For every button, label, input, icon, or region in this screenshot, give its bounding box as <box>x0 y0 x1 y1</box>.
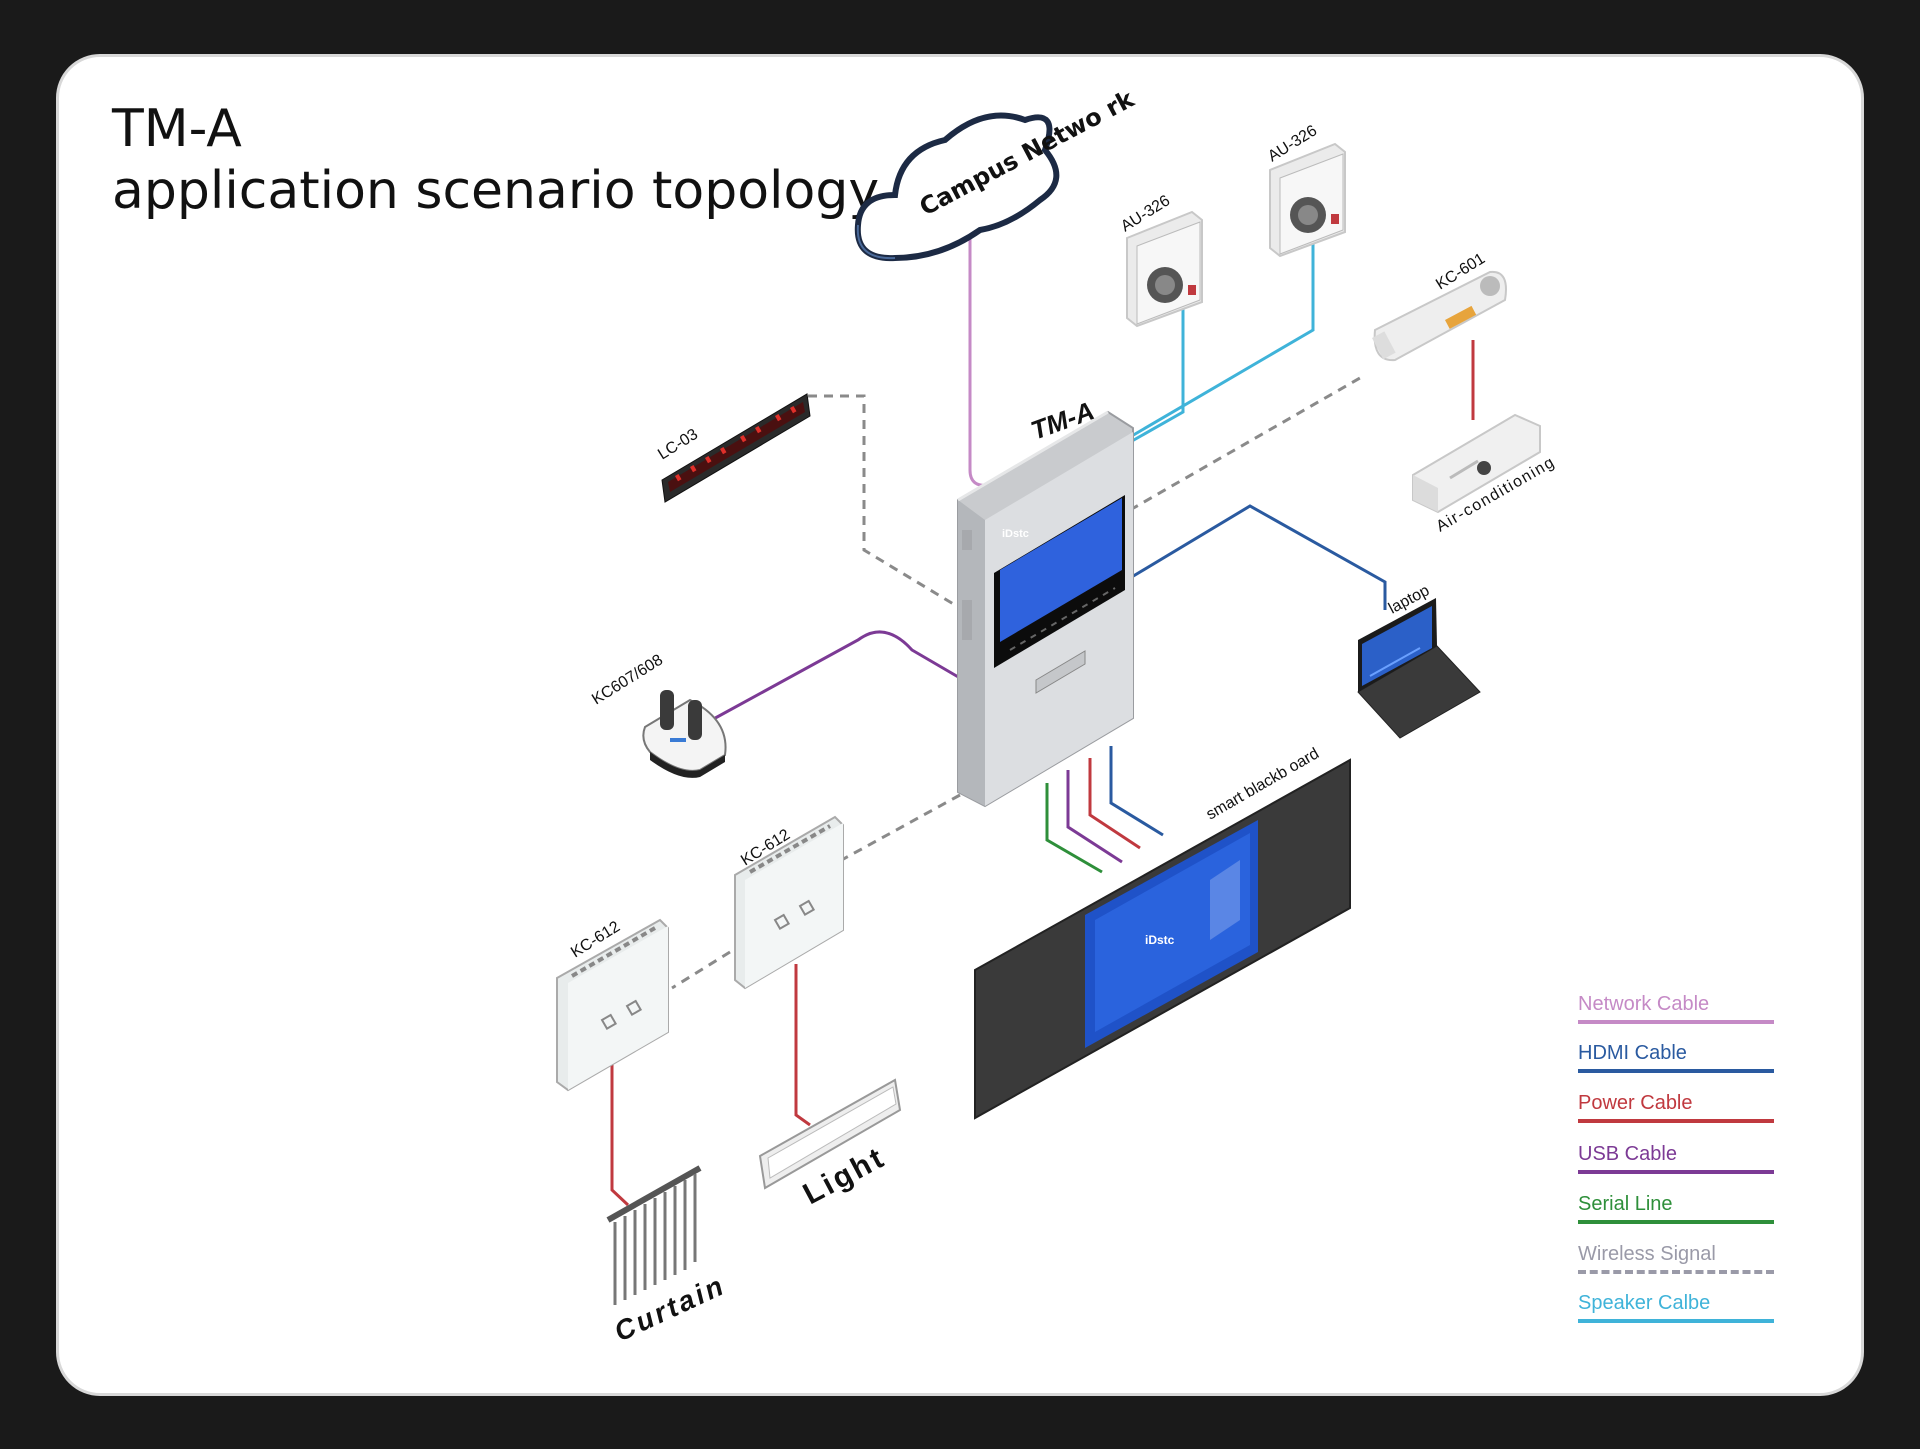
legend-item: Network Cable <box>1578 993 1774 1024</box>
legend-item: Wireless Signal <box>1578 1243 1774 1274</box>
wireless-lc03 <box>808 394 961 610</box>
legend-label: Network Cable <box>1578 993 1710 1015</box>
legend-item: HDMI Cable <box>1578 1042 1774 1073</box>
curtain-icon <box>606 1165 702 1305</box>
legend-item: USB Cable <box>1578 1143 1774 1174</box>
legend-label: Power Cable <box>1578 1092 1693 1114</box>
page-title: TM-A application scenario topology <box>112 98 879 222</box>
legend-swatch <box>1578 1119 1774 1123</box>
kc607-label: KC607/608 <box>589 651 666 708</box>
lc03-label: LC-03 <box>655 426 701 464</box>
legend-swatch <box>1578 1069 1774 1073</box>
wireless-kc601 <box>1129 376 1361 512</box>
title-line-1: TM-A <box>112 99 242 159</box>
speaker-cable-1 <box>1124 305 1185 447</box>
legend-swatch <box>1578 1020 1774 1024</box>
laptop-icon <box>1357 598 1481 739</box>
light-icon <box>758 1078 902 1190</box>
network-cable <box>968 215 991 487</box>
speaker-icon <box>1269 142 1346 258</box>
legend-swatch <box>1578 1220 1774 1224</box>
legend-label: USB Cable <box>1578 1143 1677 1165</box>
legend-item: Speaker Calbe <box>1578 1292 1774 1323</box>
blackboard-brand-label: iDstc <box>1145 933 1175 947</box>
blackboard-icon <box>974 758 1351 1120</box>
wireless-kc612b <box>837 793 961 864</box>
power-cable-light <box>794 964 811 1127</box>
led-display-icon <box>661 393 811 503</box>
wall-switch-icon <box>556 918 669 1092</box>
legend-label: Wireless Signal <box>1578 1243 1716 1265</box>
usb-cable-kc607 <box>707 630 961 724</box>
legend-swatch <box>1578 1170 1774 1174</box>
title-line-2: application scenario topology <box>112 161 880 221</box>
controller-icon <box>957 410 1134 808</box>
legend-swatch <box>1578 1270 1774 1274</box>
serial-cable-blackboard <box>1045 783 1103 874</box>
power-cable-curtain <box>610 1063 630 1207</box>
legend-item: Power Cable <box>1578 1092 1774 1123</box>
tma-brand-label: iDstc <box>1002 528 1029 540</box>
legend-label: Serial Line <box>1578 1193 1673 1215</box>
power-cable-blackboard <box>1088 758 1141 850</box>
curtain-label: Curtain <box>609 1269 730 1347</box>
microphone-icon <box>642 690 727 778</box>
legend-label: HDMI Cable <box>1578 1042 1687 1064</box>
wall-switch-icon <box>734 815 844 990</box>
legend-swatch <box>1578 1319 1774 1323</box>
speaker-cable-2 <box>1129 240 1315 439</box>
usb-cable-blackboard <box>1066 770 1123 864</box>
legend-label: Speaker Calbe <box>1578 1292 1711 1314</box>
cloud-icon <box>854 112 1060 262</box>
hdmi-cable-blackboard <box>1109 746 1164 837</box>
speaker-icon <box>1126 210 1203 328</box>
projector-icon <box>1371 270 1507 362</box>
wireless-kc612a <box>671 950 731 990</box>
hdmi-cable-laptop <box>1129 504 1387 610</box>
legend-item: Serial Line <box>1578 1193 1774 1224</box>
air-conditioner-icon <box>1412 413 1541 514</box>
